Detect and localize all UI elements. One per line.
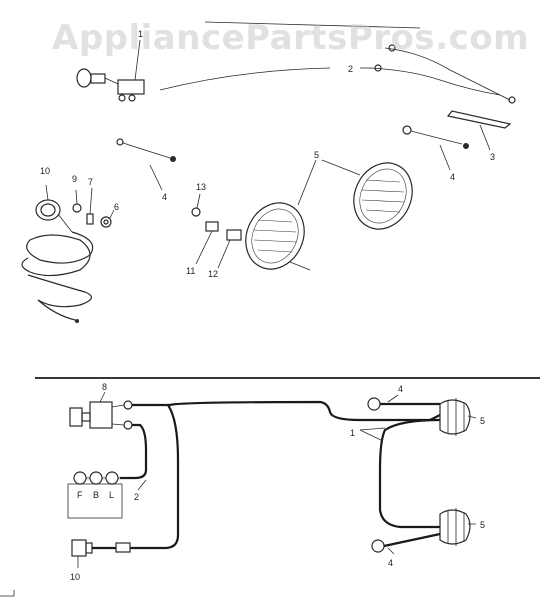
schematic-lamp-5-upper [439, 398, 471, 436]
harness-part-2 [360, 44, 516, 104]
schematic-ground-4-upper [367, 397, 440, 411]
schematic-plug-10 [71, 539, 131, 557]
callout-10-top: 10 [40, 166, 50, 176]
callout-9: 9 [72, 174, 77, 184]
leader-8-schematic [99, 391, 106, 403]
switch-terminals [67, 471, 123, 519]
callout-1-schematic: 1 [350, 428, 355, 438]
callout-12: 12 [208, 269, 218, 279]
leader-5-b [321, 159, 361, 176]
schematic-lamp-5-lower [439, 508, 471, 546]
main-harness-left-drop [130, 404, 180, 550]
callout-2-schematic: 2 [134, 492, 139, 502]
callout-2-top: 2 [348, 64, 353, 74]
switch-lead-wire-2 [120, 423, 148, 480]
leader-5-a [297, 159, 317, 206]
strap-part-3 [446, 110, 512, 151]
nut-part-6 [100, 209, 115, 228]
main-harness-right-drop [378, 418, 441, 529]
callout-4-schematic-upper: 4 [398, 384, 403, 394]
callout-3: 3 [490, 152, 495, 162]
lamp-dash [289, 261, 311, 271]
main-harness-upper [132, 400, 441, 422]
callout-11: 11 [186, 266, 195, 276]
callout-4-right: 4 [450, 172, 455, 182]
sealed-beam-lamp-5b [353, 162, 413, 230]
leader-2-schematic [137, 479, 147, 491]
tail-lamp-part-10 [21, 184, 94, 323]
ground-wire-right-4 [402, 125, 469, 171]
callout-5-top: 5 [314, 150, 319, 160]
leader-1-schematic [359, 427, 386, 442]
callout-6: 6 [114, 202, 119, 212]
corner-mark [0, 590, 15, 597]
screw-part-13 [191, 193, 201, 217]
schematic-switch-8 [69, 400, 133, 430]
callout-13: 13 [196, 182, 206, 192]
callout-8-schematic: 8 [102, 382, 107, 392]
leader-5-upper [467, 415, 477, 419]
callout-5-schematic-lower: 5 [480, 520, 485, 530]
sealed-beam-lamp-5a [245, 202, 305, 270]
clip-part-11 [195, 221, 219, 265]
callout-4-schematic-lower: 4 [388, 558, 393, 568]
callout-4-left: 4 [162, 192, 167, 202]
ground-wire-left-4 [116, 138, 176, 191]
screw-part-9 [72, 189, 82, 213]
callout-7: 7 [88, 177, 93, 187]
connector-part-12 [217, 229, 242, 269]
terminal-f: F [77, 490, 83, 500]
switch-part-8 [76, 39, 145, 102]
callout-1-top: 1 [138, 29, 143, 39]
schematic-ground-4-lower [371, 532, 441, 553]
watermark-text: AppliancePartsPros.com [52, 18, 530, 58]
bracket-part-7 [86, 187, 94, 225]
top-wire-line [204, 21, 421, 29]
harness-wire-upper [159, 67, 331, 91]
callout-10-schematic: 10 [70, 572, 80, 582]
leader-4-upper [387, 394, 399, 403]
terminal-b: B [93, 490, 99, 500]
terminal-l: L [109, 490, 114, 500]
leader-4-lower [387, 547, 395, 555]
callout-5-schematic-upper: 5 [480, 416, 485, 426]
